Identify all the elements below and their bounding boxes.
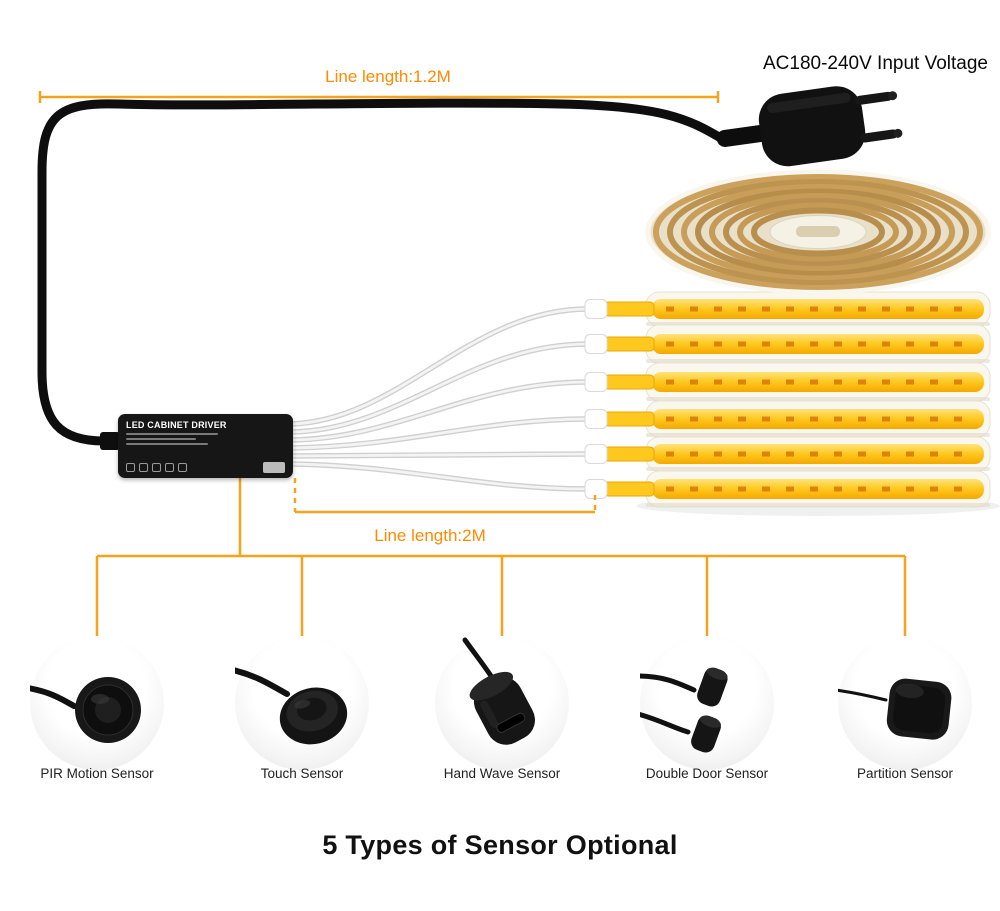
sensor-wire-dimension-line bbox=[293, 478, 597, 514]
sensor-photo-hand-wave bbox=[435, 636, 569, 770]
sensor-label-pir-motion: PIR Motion Sensor bbox=[40, 766, 154, 781]
power-plug bbox=[716, 86, 903, 167]
pir-motion-sensor-icon bbox=[30, 677, 141, 743]
sensor-photo-partition bbox=[838, 636, 972, 770]
sensor-label-hand-wave: Hand Wave Sensor bbox=[443, 766, 561, 781]
driver-title: LED CABINET DRIVER bbox=[126, 420, 227, 430]
touch-sensor-icon bbox=[235, 667, 348, 745]
sensor-label-double-door: Double Door Sensor bbox=[645, 766, 769, 781]
power-cord-dimension-line bbox=[38, 91, 720, 103]
strip-connection-wires bbox=[291, 306, 589, 492]
sensor-photo-double-door bbox=[640, 636, 774, 770]
driver-spec-print bbox=[126, 443, 208, 445]
sensor-label-partition: Partition Sensor bbox=[856, 766, 954, 781]
driver-spec-print bbox=[126, 438, 196, 440]
certification-icons bbox=[126, 463, 187, 472]
double-door-sensor-icon bbox=[640, 667, 728, 753]
led-roll-side bbox=[645, 291, 991, 508]
power-cable bbox=[37, 98, 729, 446]
plug-pin bbox=[854, 91, 893, 105]
sensor-option-tree-lines bbox=[95, 478, 907, 638]
led-roll-top-spiral bbox=[645, 169, 991, 295]
plug-pin bbox=[860, 129, 898, 143]
power-cord-length-label: Line length:1.2M bbox=[325, 67, 451, 86]
page-title: 5 Types of Sensor Optional bbox=[322, 830, 678, 860]
led-strip-roll-stack bbox=[584, 169, 1000, 516]
hand-wave-sensor-icon bbox=[462, 637, 535, 745]
driver-spec-print bbox=[126, 433, 218, 435]
sensor-photo-touch bbox=[235, 636, 369, 770]
input-voltage-label: AC180-240V Input Voltage bbox=[762, 53, 988, 74]
strip-end-connectors bbox=[584, 299, 655, 499]
driver-cable-connector bbox=[100, 432, 120, 450]
driver-sticker bbox=[263, 462, 285, 473]
sensor-photo-pir-motion bbox=[30, 636, 164, 770]
sensor-label-touch: Touch Sensor bbox=[260, 766, 344, 781]
sensor-wire-length-label: Line length:2M bbox=[374, 526, 486, 545]
led-cabinet-driver: LED CABINET DRIVER bbox=[118, 414, 293, 478]
partition-sensor-icon bbox=[838, 678, 952, 740]
